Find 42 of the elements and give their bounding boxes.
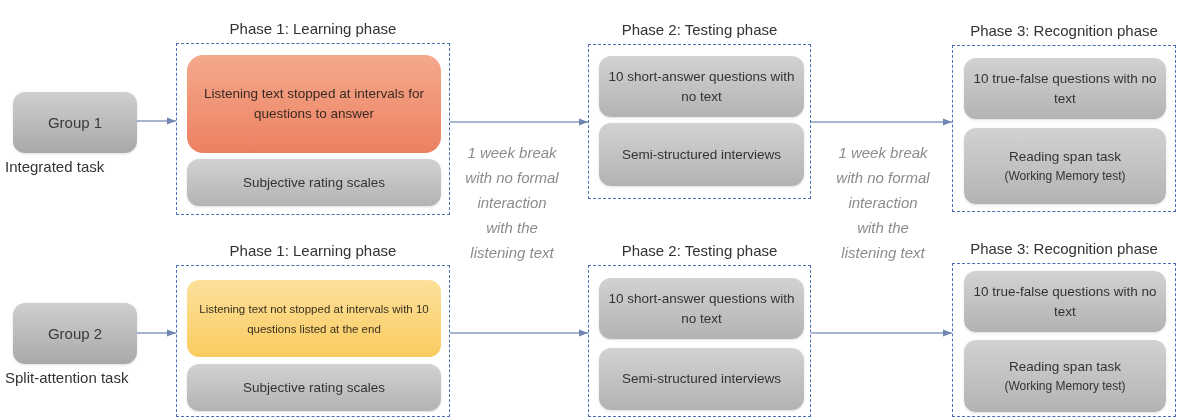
box-text: Semi-structured interviews — [621, 145, 781, 164]
box-subtext: (Working Memory test) — [1004, 378, 1126, 395]
box-text: 10 true-false questions with no text — [972, 282, 1158, 321]
process-box — [187, 364, 441, 411]
box-text: Reading span task — [1009, 148, 1121, 166]
box-subtext: (Working Memory test) — [1004, 168, 1126, 185]
phase-heading: Phase 1: Learning phase — [229, 241, 397, 261]
process-box — [964, 271, 1166, 332]
box-text: Group 2 — [47, 323, 103, 344]
box-text: Listening text stopped at intervals for questions to answer — [203, 85, 425, 123]
arrow — [810, 329, 953, 337]
phase-heading: Phase 2: Testing phase — [621, 241, 778, 261]
box-text: 10 short-answer questions with no text — [607, 67, 796, 106]
box-text: Group 1 — [47, 112, 103, 133]
process-box — [599, 278, 804, 339]
box-text: Subjective rating scales — [243, 378, 385, 397]
process-box — [187, 159, 441, 206]
process-box — [187, 280, 441, 357]
group-caption: Integrated task — [5, 157, 106, 177]
arrow — [449, 329, 589, 337]
phase-heading: Phase 3: Recognition phase — [970, 21, 1158, 41]
process-box — [599, 56, 804, 117]
box-text: Listening text not stopped at intervals with 10 questions listed at the end — [198, 301, 430, 337]
process-box — [964, 58, 1166, 119]
process-box — [964, 128, 1166, 204]
process-box — [187, 55, 441, 153]
process-box — [599, 348, 804, 410]
group-caption: Split-attention task — [5, 368, 130, 388]
phase-heading: Phase 1: Learning phase — [229, 19, 397, 39]
arrow — [449, 118, 589, 126]
arrow — [136, 117, 177, 125]
arrow — [136, 329, 177, 337]
box-text: Reading span task — [1009, 358, 1121, 376]
phase-heading: Phase 3: Recognition phase — [970, 239, 1158, 259]
process-box — [964, 340, 1166, 412]
box-text: 10 true-false questions with no text — [972, 69, 1158, 108]
box-text: Semi-structured interviews — [621, 370, 781, 388]
arrow — [810, 118, 953, 126]
phase-heading: Phase 2: Testing phase — [621, 20, 778, 40]
box-text: 10 short-answer questions with no text — [607, 289, 796, 328]
box-text: Subjective rating scales — [243, 173, 385, 192]
process-box — [599, 123, 804, 186]
